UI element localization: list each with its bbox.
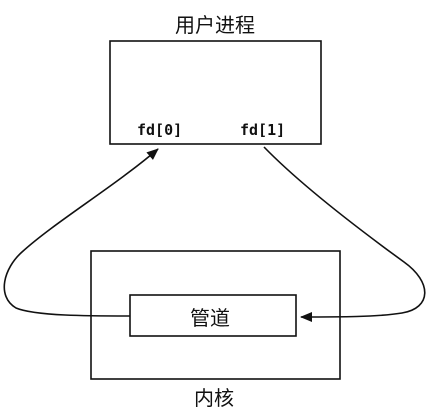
read-flow-arrow: [3, 148, 159, 317]
pipe-label: 管道: [190, 306, 230, 330]
fd0-label: fd[0]: [137, 121, 183, 139]
user-process-box: [109, 40, 322, 145]
kernel-title: 内核: [194, 386, 234, 410]
write-flow-arrow: [263, 146, 426, 322]
user-process-title: 用户进程: [175, 13, 255, 37]
fd1-label: fd[1]: [240, 121, 286, 139]
